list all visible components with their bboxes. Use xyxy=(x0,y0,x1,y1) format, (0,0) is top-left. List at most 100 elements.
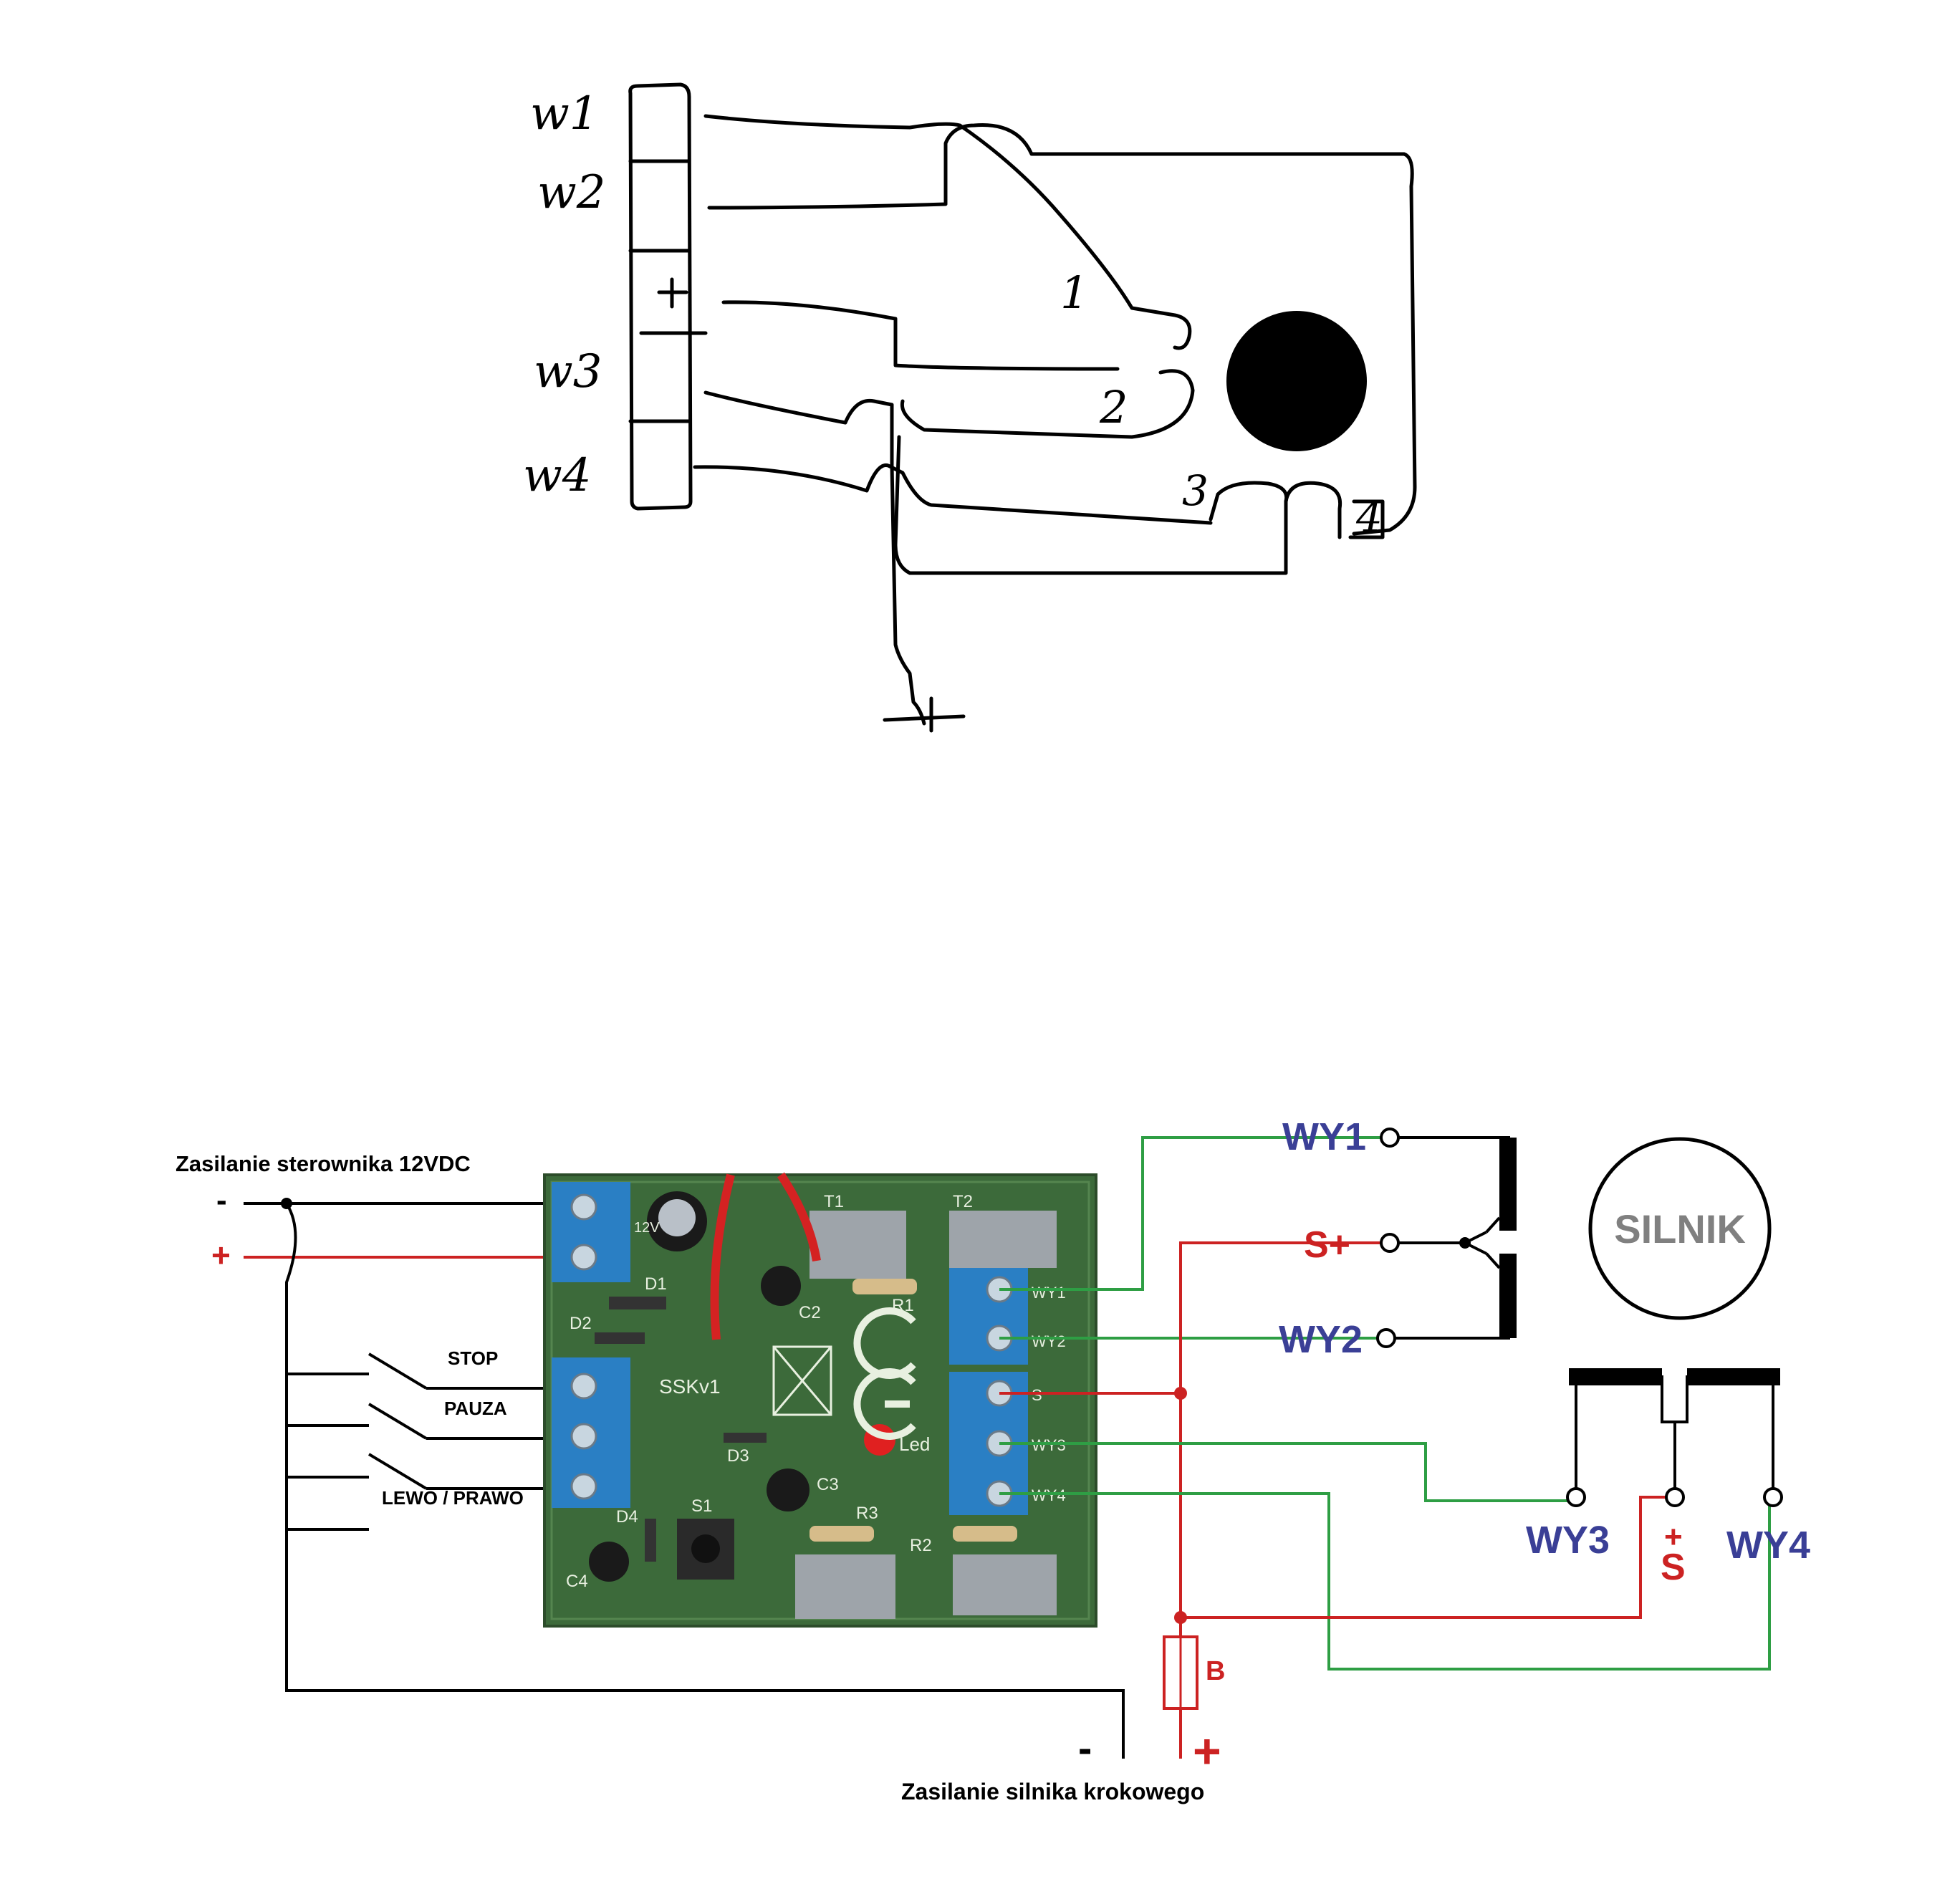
silk-t1: T1 xyxy=(824,1192,844,1211)
switch-lewo-prawo xyxy=(368,1453,428,1490)
motor-supply-title: Zasilanie silnika krokowego xyxy=(901,1779,1204,1804)
junction-s-bottom xyxy=(1174,1611,1187,1624)
switch-stop xyxy=(368,1352,428,1390)
switch-label-pauza: PAUZA xyxy=(444,1398,507,1419)
sketch-connector-block xyxy=(628,82,693,511)
controller-supply-title: Zasilanie sterownika 12VDC xyxy=(176,1151,471,1176)
coil-top-upper xyxy=(1499,1138,1517,1231)
button-s1-cap xyxy=(691,1534,720,1563)
board-silkscreen: SSKv1 T1 T2 R1 C2 D1 D2 D3 D4 C3 C4 R2 R… xyxy=(566,1192,1066,1591)
silk-d3: D3 xyxy=(727,1446,749,1466)
motor-supply-plus: + xyxy=(1193,1724,1221,1779)
transistor-bottom-2 xyxy=(953,1554,1057,1615)
sketch-label-w4: w4 xyxy=(523,449,592,502)
sketch-label-w1: w1 xyxy=(530,87,599,140)
label-bottom-s: S xyxy=(1661,1547,1686,1588)
capacitor-c3 xyxy=(767,1469,810,1511)
silk-r2: R2 xyxy=(910,1536,932,1555)
silk-r1: R1 xyxy=(892,1296,914,1315)
sketch-label-w3: w3 xyxy=(534,345,602,398)
ce-mark xyxy=(853,1368,916,1440)
sketch-wire-w2 xyxy=(707,123,1417,536)
switch-label-stop: STOP xyxy=(448,1347,498,1369)
sketch-label-w2: w2 xyxy=(537,166,606,219)
resistor-r1 xyxy=(852,1279,917,1294)
silk-wy1: WY1 xyxy=(1032,1284,1066,1302)
label-wy3: WY3 xyxy=(1526,1519,1610,1562)
sketch-wire-w3 xyxy=(703,390,894,468)
motor-coil-top xyxy=(1393,1136,1510,1340)
sketch-supply-wire xyxy=(890,463,926,726)
terminal-s-plus xyxy=(1380,1233,1400,1253)
sketch-wire-plus xyxy=(721,300,1120,371)
screw xyxy=(570,1193,597,1221)
transistor-t1 xyxy=(810,1211,906,1279)
diode-d3 xyxy=(724,1433,767,1443)
silk-wy3: WY3 xyxy=(1032,1436,1066,1454)
terminal-wy2 xyxy=(1376,1328,1396,1348)
wire-s-plus-top xyxy=(1179,1241,1384,1618)
coil-bottom-right xyxy=(1687,1368,1780,1385)
terminal-wy1 xyxy=(1380,1128,1400,1148)
controller-supply-minus: - xyxy=(216,1183,227,1218)
diode-d2 xyxy=(595,1332,645,1344)
silk-s1: S1 xyxy=(691,1496,712,1516)
sketch-coil-winding-2 xyxy=(893,435,1289,575)
wire-wy4 xyxy=(999,1492,1771,1671)
wire-wy1 xyxy=(999,1136,1383,1291)
label-s-plus: S+ xyxy=(1304,1224,1350,1266)
terminal-wy4 xyxy=(1763,1487,1783,1507)
resistor-r3 xyxy=(810,1526,874,1542)
sketch-label-coil-4: 4 xyxy=(1355,493,1383,542)
silk-s: S xyxy=(1032,1386,1042,1404)
diode-d4 xyxy=(645,1519,656,1562)
wire-wy3 xyxy=(999,1442,1569,1502)
motor-label: SILNIK xyxy=(1614,1206,1746,1251)
silk-d1: D1 xyxy=(645,1274,667,1294)
controller-wires xyxy=(244,1202,1125,1759)
sketch-coil-winding-1 xyxy=(900,369,1195,439)
silk-wy2: WY2 xyxy=(1032,1332,1066,1350)
coil-bottom-left xyxy=(1569,1368,1662,1385)
capacitor-c4 xyxy=(589,1542,629,1582)
motor-coil-bottom xyxy=(1566,1368,1783,1507)
silk-led: Led xyxy=(899,1433,930,1455)
board-red-wire xyxy=(777,1172,821,1261)
label-bottom-s-plus: + xyxy=(1664,1519,1683,1554)
silk-12v: 12V xyxy=(634,1220,660,1236)
terminal-wy3 xyxy=(1566,1487,1586,1507)
screw xyxy=(570,1244,597,1271)
capacitor-c2 xyxy=(761,1266,801,1306)
ground-return-wire xyxy=(285,1202,1125,1759)
transistor-t2 xyxy=(949,1211,1057,1268)
coil-top-lower xyxy=(1499,1254,1517,1338)
sketch-wire-w4 xyxy=(693,463,1213,525)
sketch-bottom-plus xyxy=(883,714,966,722)
sketch-label-coil-3: 3 xyxy=(1182,466,1209,515)
label-wy4: WY4 xyxy=(1726,1524,1810,1567)
screw xyxy=(570,1373,597,1400)
sketch-wire-w1 xyxy=(703,114,1192,350)
silk-d4: D4 xyxy=(616,1507,638,1527)
silk-c3: C3 xyxy=(817,1475,839,1494)
silk-wy4: WY4 xyxy=(1032,1486,1066,1504)
board-name: SSKv1 xyxy=(659,1375,721,1398)
wire-s-plus-bottom xyxy=(1181,1496,1666,1619)
junction-s-top xyxy=(1174,1387,1187,1400)
controller-supply-plus: + xyxy=(211,1236,231,1274)
switch-pauza xyxy=(368,1403,428,1440)
output-wires xyxy=(999,1136,1771,1759)
screw xyxy=(570,1423,597,1450)
weee-icon xyxy=(772,1346,832,1415)
motor-symbol xyxy=(1588,1137,1772,1320)
controller-board xyxy=(543,1172,1097,1628)
capacitor-c1-top xyxy=(658,1199,696,1236)
board-red-wire xyxy=(710,1173,735,1340)
label-wy1: WY1 xyxy=(1282,1115,1366,1158)
junction-coil-top xyxy=(1459,1237,1471,1249)
silk-t2: T2 xyxy=(953,1192,973,1211)
transistor-bottom-1 xyxy=(795,1554,895,1619)
sketch-motor-shaft xyxy=(1226,311,1367,451)
sketch-coil-winding-3 xyxy=(1284,481,1385,539)
